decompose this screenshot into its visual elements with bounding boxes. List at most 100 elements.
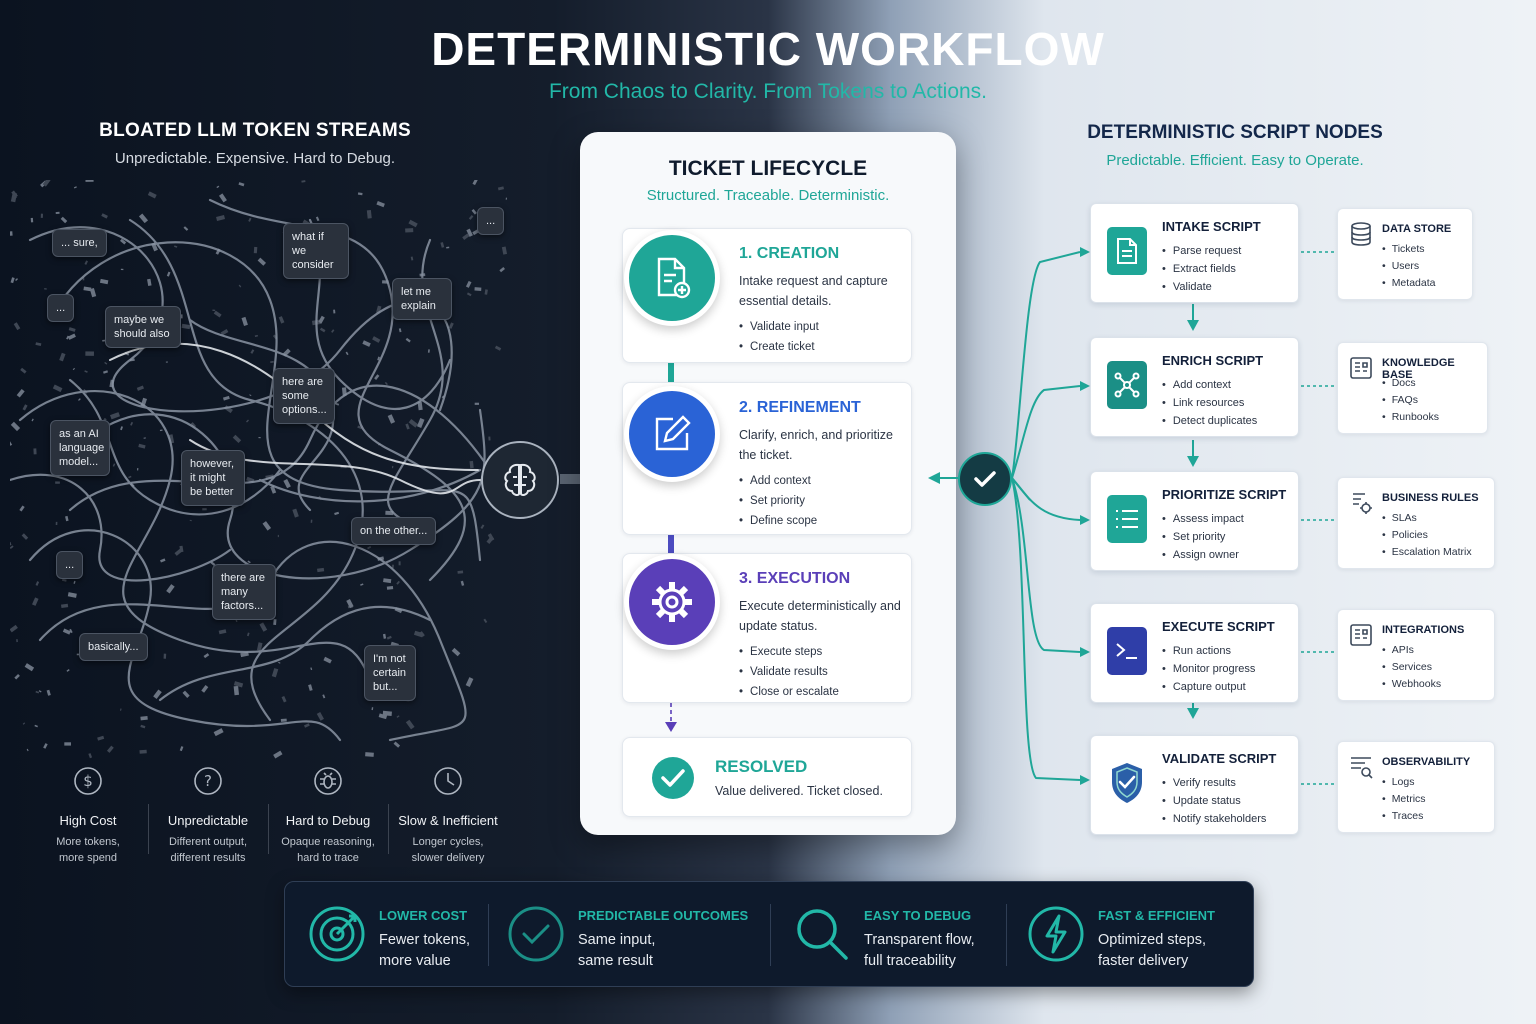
drawback-desc: different results <box>170 852 246 864</box>
store-observability: OBSERVABILITY Logs Metrics Traces <box>1337 741 1495 833</box>
token-fragment <box>472 180 478 186</box>
token-fragment <box>366 210 372 219</box>
node-title: PRIORITIZE SCRIPT <box>1162 487 1287 502</box>
store-item: Metrics <box>1382 791 1426 808</box>
drawback-desc: More tokens, <box>56 836 120 848</box>
token-fragment <box>106 745 114 753</box>
node-execute-script: EXECUTE SCRIPT Run actions Monitor progr… <box>1090 603 1299 703</box>
token-fragment <box>408 219 418 228</box>
token-fragment <box>15 278 18 281</box>
token-fragment <box>10 624 18 633</box>
token-fragment <box>405 719 415 730</box>
token-fragment <box>136 385 144 391</box>
store-item: Webhooks <box>1382 676 1441 693</box>
token-fragment <box>203 653 210 659</box>
token-fragment <box>136 467 139 471</box>
bug-icon <box>314 767 342 795</box>
token-fragment <box>16 639 18 643</box>
gear-icon <box>652 582 692 622</box>
token-fragment <box>367 545 372 550</box>
drawback-title: High Cost <box>59 813 117 828</box>
left-subheading: Unpredictable. Expensive. Hard to Debug. <box>114 150 396 167</box>
store-data-store: DATA STORE Tickets Users Metadata <box>1337 208 1473 300</box>
token-fragment <box>345 351 349 356</box>
token-fragment <box>60 603 69 609</box>
token-fragment <box>147 278 152 286</box>
token-fragment <box>67 592 77 598</box>
token-fragment <box>189 519 192 522</box>
token-fragment <box>10 277 15 284</box>
node-step: Link resources <box>1162 394 1257 412</box>
token-fragment <box>101 213 108 219</box>
drawback-desc: hard to trace <box>297 852 359 864</box>
token-fragment <box>16 388 25 398</box>
right-subheading: Predictable. Efficient. Easy to Operate. <box>1106 152 1364 169</box>
token-bubble: ... sure, <box>52 229 107 257</box>
clock-icon <box>434 767 462 795</box>
token-bubble: what if we consider <box>283 223 349 279</box>
store-title: INTEGRATIONS <box>1382 624 1465 636</box>
token-fragment <box>174 548 183 556</box>
token-fragment <box>316 712 324 721</box>
node-step: Set priority <box>1162 528 1244 546</box>
store-item: Tickets <box>1382 241 1435 258</box>
token-fragment <box>483 618 488 624</box>
store-item: Users <box>1382 258 1435 275</box>
token-bubble: maybe we should also <box>105 306 181 348</box>
store-integrations: INTEGRATIONS APIs Services Webhooks <box>1337 609 1495 701</box>
token-fragment <box>138 443 146 449</box>
token-fragment <box>55 481 60 484</box>
store-item: Escalation Matrix <box>1382 544 1472 561</box>
token-fragment <box>270 485 277 494</box>
token-fragment <box>143 437 146 439</box>
store-item: APIs <box>1382 642 1441 659</box>
token-fragment <box>278 661 281 664</box>
svg-text:?: ? <box>204 772 212 790</box>
store-item: Traces <box>1382 808 1426 825</box>
token-fragment <box>398 561 401 566</box>
token-fragment <box>73 580 76 584</box>
token-fragment <box>120 426 123 431</box>
token-fragment <box>410 256 414 261</box>
token-fragment <box>166 271 171 277</box>
node-step: Parse request <box>1162 242 1241 260</box>
node-step: Detect duplicates <box>1162 412 1257 430</box>
token-fragment <box>55 211 60 215</box>
node-step: Verify results <box>1162 774 1266 792</box>
stage-description: Intake request and capture essential det… <box>739 274 888 308</box>
store-item: Metadata <box>1382 275 1436 292</box>
token-fragment <box>88 753 93 759</box>
store-item: FAQs <box>1382 392 1439 409</box>
token-fragment <box>393 741 401 748</box>
token-fragment <box>318 315 325 324</box>
token-fragment <box>480 524 485 529</box>
token-fragment <box>374 374 380 380</box>
token-bubble: ... <box>56 551 84 579</box>
token-fragment <box>405 337 411 343</box>
node-step: Add context <box>1162 376 1257 394</box>
token-fragment <box>84 260 88 265</box>
token-fragment <box>14 674 20 680</box>
token-fragment <box>73 186 77 189</box>
token-fragment <box>258 437 261 439</box>
token-fragment <box>128 475 132 479</box>
token-fragment <box>83 286 92 292</box>
token-fragment <box>190 422 197 428</box>
stage-title: 3. EXECUTION <box>739 570 851 587</box>
node-title: INTAKE SCRIPT <box>1162 219 1261 234</box>
token-fragment <box>405 423 410 430</box>
token-fragment <box>62 628 71 635</box>
token-fragment <box>10 441 13 446</box>
token-fragment <box>448 322 454 329</box>
node-step: Validate <box>1162 278 1241 296</box>
token-fragment <box>34 724 38 728</box>
token-fragment <box>65 515 69 522</box>
node-prioritize-script: PRIORITIZE SCRIPT Assess impact Set prio… <box>1090 471 1299 571</box>
token-fragment <box>238 182 245 187</box>
token-fragment <box>474 402 479 405</box>
token-fragment <box>233 685 240 696</box>
token-fragment <box>501 246 508 255</box>
page-subtitle: From Chaos to Clarity. From Tokens to Ac… <box>548 80 988 103</box>
token-fragment <box>174 245 178 248</box>
token-bubble: here are some options... <box>273 368 335 424</box>
